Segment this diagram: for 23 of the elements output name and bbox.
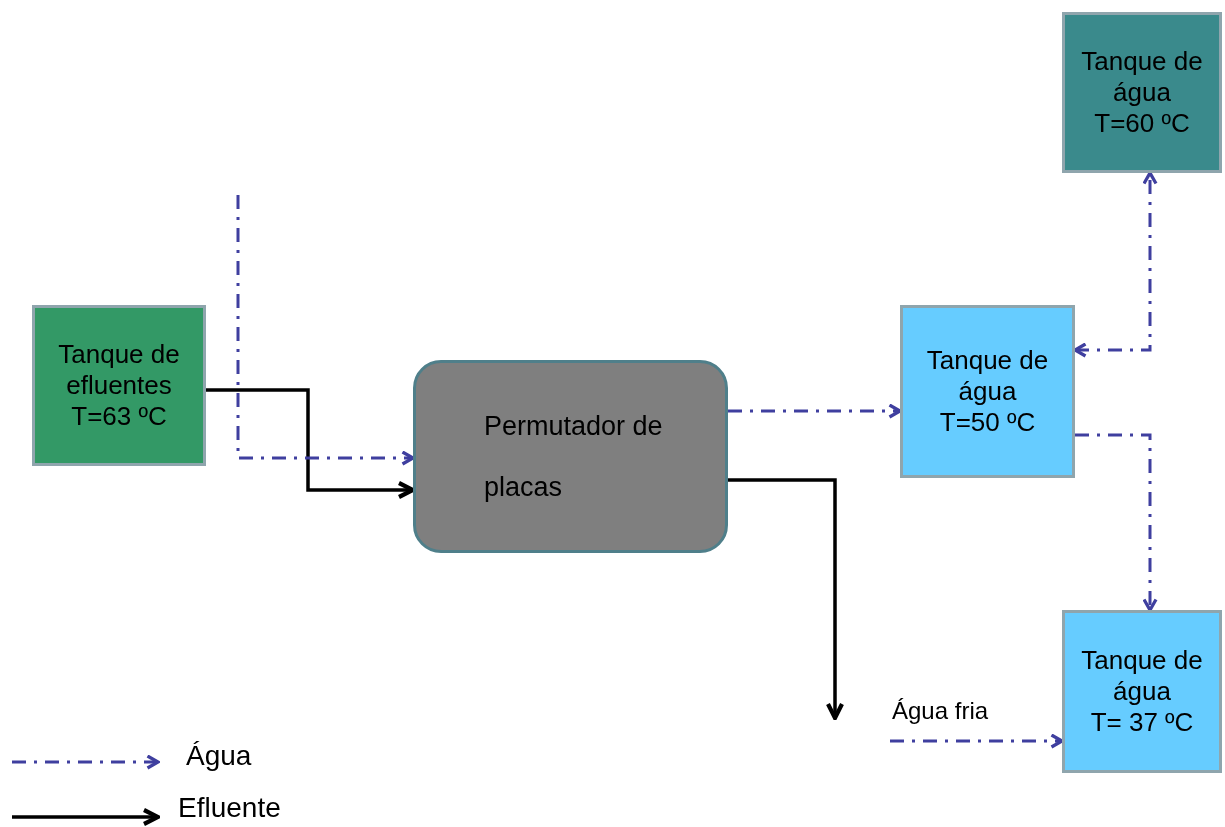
node-label: Tanque de água bbox=[925, 344, 1050, 408]
node-label: Tanque de água bbox=[1080, 644, 1204, 708]
water-flow-arrow bbox=[1075, 433, 1158, 612]
edge-label: Água fria bbox=[892, 697, 989, 725]
node-label: T=63 ºC bbox=[71, 401, 167, 433]
water-flow-arrow bbox=[236, 195, 415, 466]
node-label: T= 37 ºC bbox=[1090, 707, 1194, 739]
node-label: T=50 ºC bbox=[939, 407, 1036, 439]
water-flow-arrow bbox=[1073, 171, 1158, 358]
water-flow-arrow bbox=[890, 733, 1064, 749]
tank-box bbox=[32, 305, 206, 466]
node-label: Tanque de água bbox=[1080, 45, 1204, 109]
tank-box bbox=[900, 305, 1075, 478]
tank-box bbox=[1062, 610, 1222, 773]
node-label: Tanque de efluentes bbox=[57, 338, 181, 402]
node-label: T=60 ºC bbox=[1094, 108, 1190, 140]
legend-label: Efluente bbox=[178, 792, 281, 824]
tank-box bbox=[1062, 12, 1222, 173]
water-flow-arrow bbox=[728, 403, 902, 419]
legend-label: Água bbox=[186, 740, 252, 772]
node-label: Permutador de placas bbox=[484, 409, 664, 504]
process-box bbox=[413, 360, 728, 553]
effluent-flow-arrow bbox=[728, 478, 845, 721]
